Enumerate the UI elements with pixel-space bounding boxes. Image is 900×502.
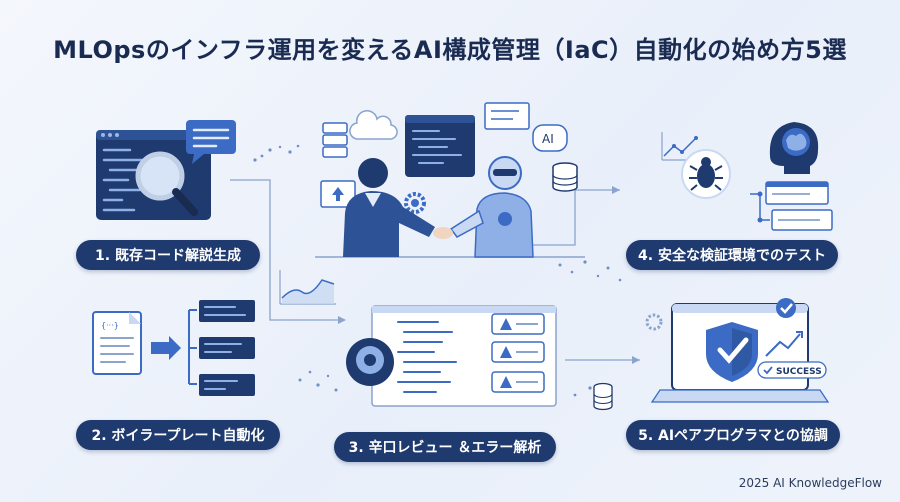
- gear-icon: [404, 192, 426, 214]
- step5-pair-programmer-illustration: SUCCESS: [645, 298, 830, 403]
- ai-badge-label: AI: [542, 132, 554, 146]
- trend-chart-icon: [279, 270, 336, 305]
- step-5-label: 5. AIペアプログラマとの協調: [626, 420, 840, 450]
- database-small-icon: [593, 382, 613, 411]
- step-2-label: 2. ボイラープレート自動化: [76, 420, 280, 450]
- cloud-icon: [349, 110, 398, 140]
- svg-text:{···}: {···}: [101, 321, 119, 330]
- step4-testing-illustration: [661, 122, 833, 231]
- step3-review-illustration: [346, 305, 557, 407]
- bug-icon: [689, 157, 723, 191]
- warning-icon: [491, 313, 545, 335]
- step-3-label: 3. 辛口レビュー ＆エラー解析: [334, 432, 556, 462]
- success-label: SUCCESS: [776, 367, 822, 377]
- check-badge-icon: [776, 298, 796, 318]
- center-handshake-illustration: AI: [315, 102, 585, 258]
- connector-1-3: [230, 179, 345, 321]
- connector-center-4: [525, 189, 620, 246]
- shield-check-icon: [706, 322, 758, 382]
- page-title: MLOpsのインフラ運用を変えるAI構成管理（IaC）自動化の始め方5選: [53, 36, 847, 64]
- step1-code-window-illustration: [96, 120, 236, 220]
- magnifier-icon: [135, 151, 185, 201]
- success-badge: [757, 361, 827, 379]
- server-icon: [322, 122, 348, 158]
- step2-boilerplate-illustration: {···}: [92, 300, 255, 396]
- footer-credit: 2025 AI KnowledgeFlow: [738, 476, 882, 490]
- step-4-label: 4. 安全な検証環境でのテスト: [626, 240, 838, 270]
- database-icon: [552, 162, 578, 192]
- gear-icon: [645, 313, 663, 331]
- arrow-right-icon: [151, 336, 181, 360]
- brain-head-icon: [769, 122, 819, 174]
- step-1-label: 1. 既存コード解説生成: [76, 240, 260, 270]
